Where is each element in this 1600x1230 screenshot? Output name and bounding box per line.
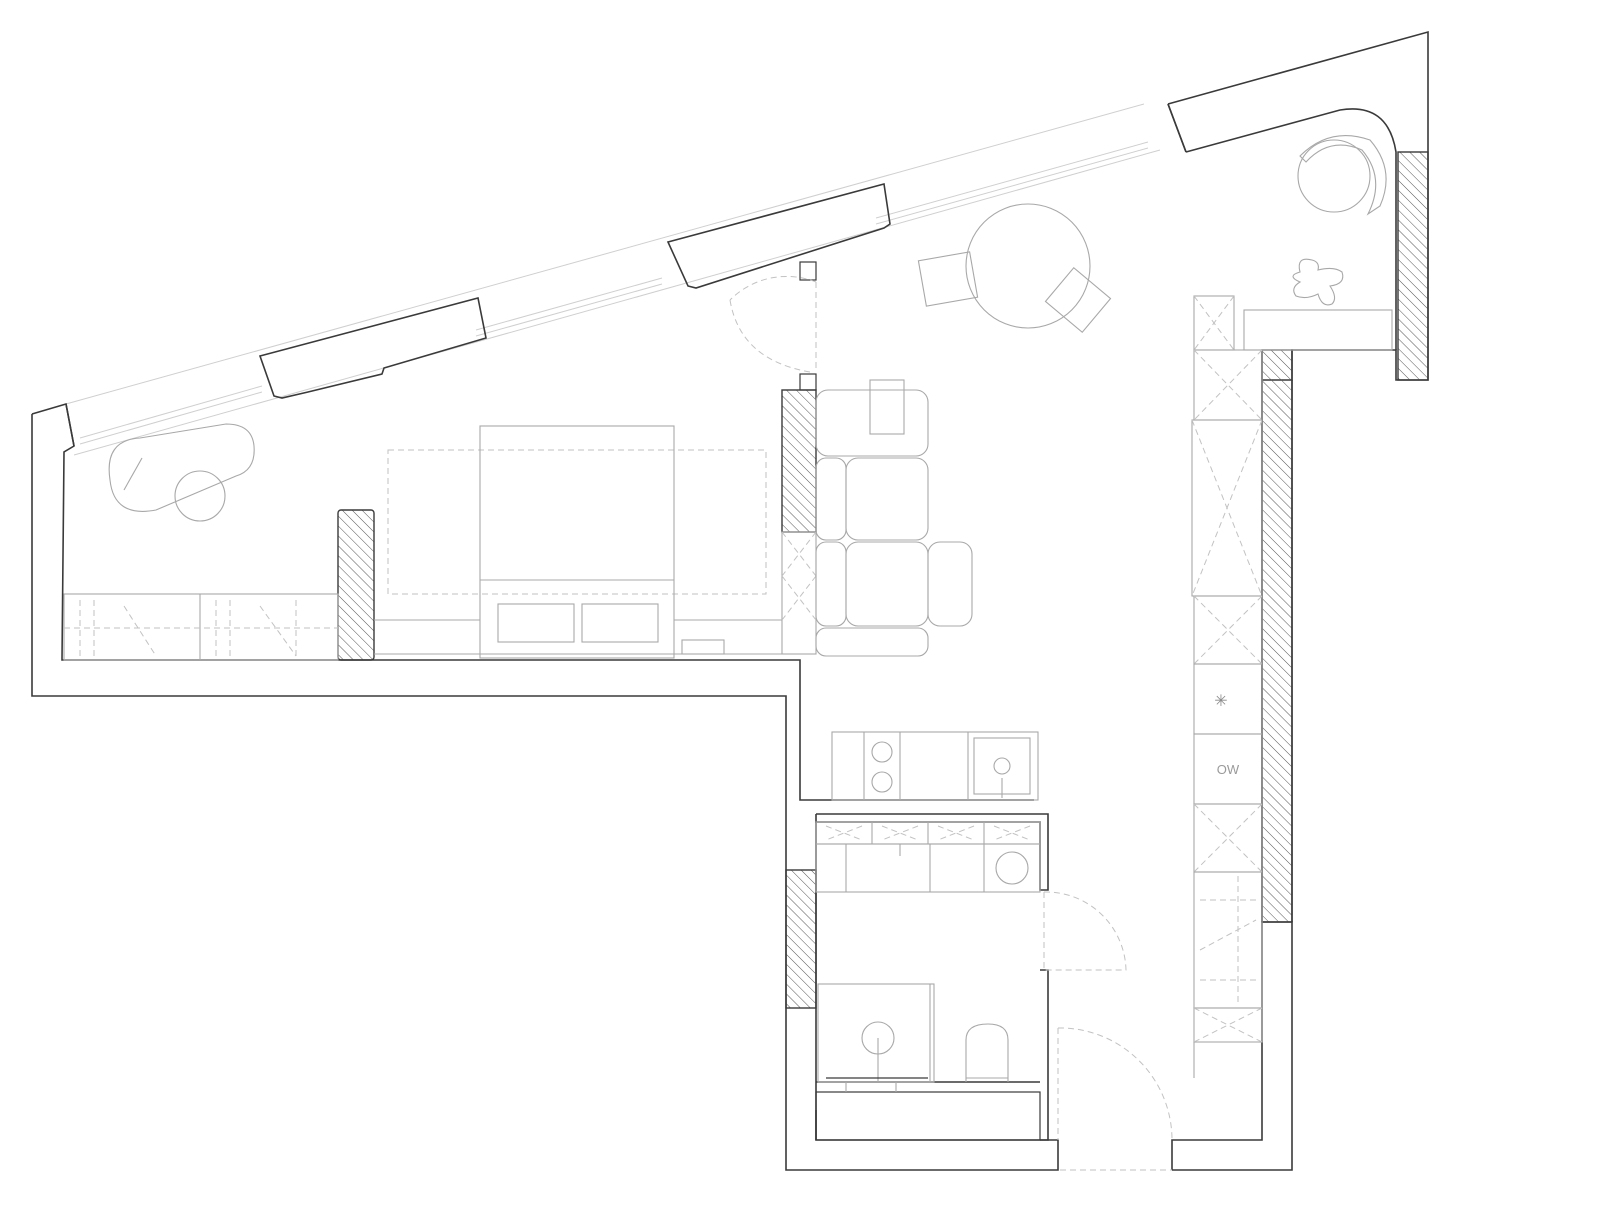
structural-columns: [337, 151, 1429, 1009]
appliance-star-label: ✳: [1214, 691, 1227, 710]
oven-label: OW: [1217, 762, 1240, 777]
living-furniture: [815, 135, 1393, 657]
window-glazing: [65, 103, 1161, 456]
left-wing-furniture: [63, 423, 817, 661]
right-cabinets: ✳ OW: [1191, 295, 1263, 1078]
kitchen-counter: [831, 731, 1039, 801]
door-swings: [729, 275, 1173, 1171]
outer-walls: [31, 30, 1429, 1171]
window-frames: [65, 103, 1187, 447]
bathroom-fixtures: [815, 821, 1041, 1092]
